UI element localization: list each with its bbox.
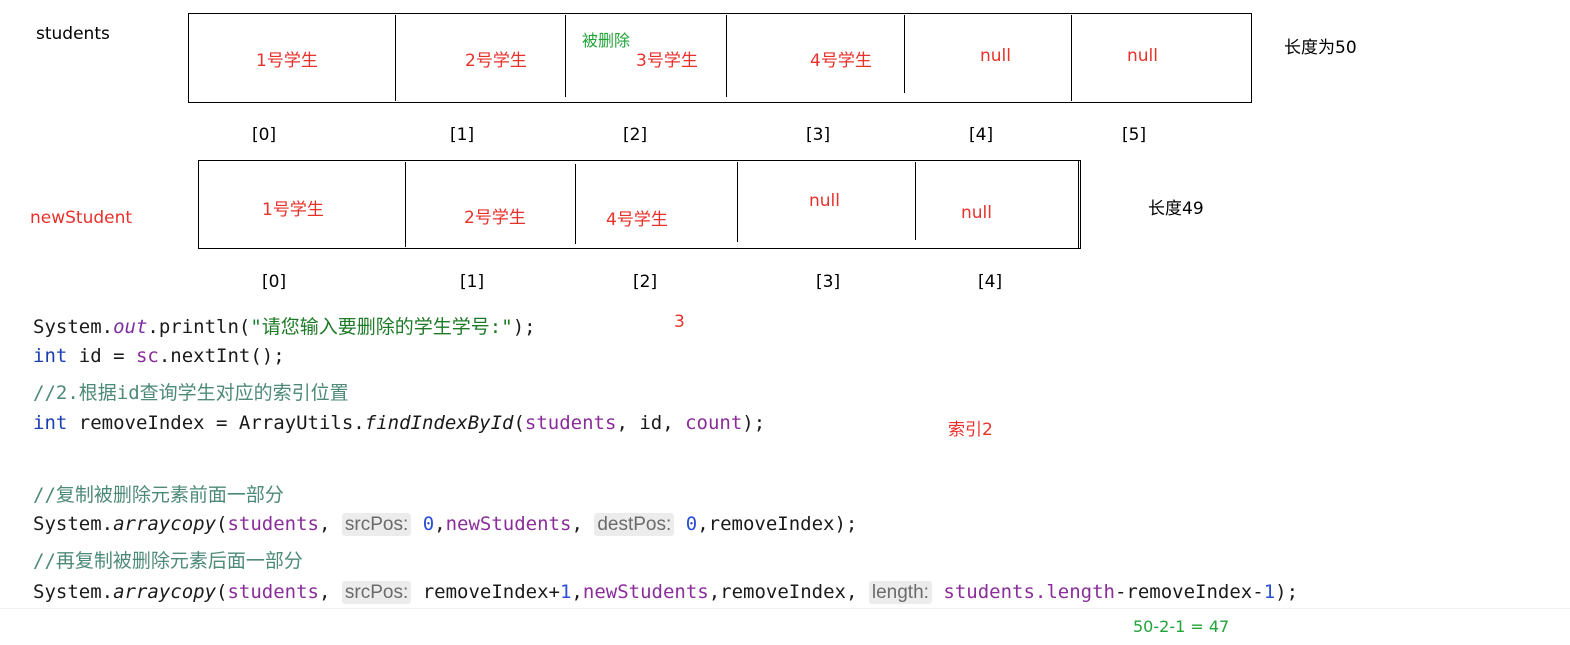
students-cell-divider [565,15,566,97]
divider [0,608,1570,609]
code-comment-copy-after: //再复制被删除元素后面一部分 [33,550,303,572]
code-line-1: System.out.println("请您输入要删除的学生学号:"); [33,316,536,338]
code-line-6: System.arraycopy(students, srcPos: 0,new… [33,513,858,536]
param-hint-destpos: destPos: [594,513,675,536]
length-calculation-note: 50-2-1 = 47 [1133,617,1230,636]
students-cell-2: 3号学生 [636,51,698,71]
param-hint-srcpos: srcPos: [341,581,412,604]
newstudent-cell-3: null [809,191,840,211]
students-cell-divider [904,15,905,93]
students-cell-3: 4号学生 [810,51,872,71]
newstudent-cell-divider [1078,160,1079,249]
deleted-note: 被删除 [582,31,631,50]
param-hint-length: length: [868,581,932,604]
code-comment-find-index: //2.根据id查询学生对应的索引位置 [33,382,349,404]
newstudent-index-1: [1] [460,272,485,292]
students-cell-divider [395,15,396,101]
students-index-2: [2] [623,125,648,145]
newstudent-index-0: [0] [262,272,287,292]
students-array-box [188,13,1252,103]
students-cell-divider [726,15,727,97]
newstudent-array-label: newStudent [30,208,133,228]
students-cell-0: 1号学生 [256,51,318,71]
students-cell-4: null [980,46,1011,66]
students-index-4: [4] [969,125,994,145]
newstudent-length-note: 长度49 [1148,199,1204,219]
newstudent-cell-divider [915,162,916,240]
newstudent-index-3: [3] [816,272,841,292]
students-index-0: [0] [252,125,277,145]
code-line-2: int id = sc.nextInt(); [33,345,285,367]
students-index-3: [3] [806,125,831,145]
newstudent-cell-divider [575,164,576,244]
newstudent-cell-0: 1号学生 [262,200,324,220]
code-line-8: System.arraycopy(students, srcPos: remov… [33,581,1299,604]
students-array-label: students [36,24,110,44]
newstudent-cell-divider [405,162,406,247]
newstudent-cell-4: null [961,203,992,223]
students-cell-1: 2号学生 [465,51,527,71]
students-length-note: 长度为50 [1284,38,1357,58]
students-cell-5: null [1127,46,1158,66]
code-comment-copy-before: //复制被删除元素前面一部分 [33,484,284,506]
students-cell-divider [1071,15,1072,101]
newstudent-cell-divider [737,162,738,242]
input-value-note: 3 [674,312,685,332]
param-hint-srcpos: srcPos: [341,513,412,536]
students-index-1: [1] [450,125,475,145]
newstudent-cell-1: 2号学生 [464,208,526,228]
newstudent-cell-2: 4号学生 [606,210,668,230]
newstudent-index-2: [2] [633,272,658,292]
newstudent-index-4: [4] [978,272,1003,292]
index-note: 索引2 [948,420,993,440]
students-index-5: [5] [1122,125,1147,145]
newstudent-array-box [198,160,1081,249]
code-line-4: int removeIndex = ArrayUtils.findIndexBy… [33,412,766,434]
